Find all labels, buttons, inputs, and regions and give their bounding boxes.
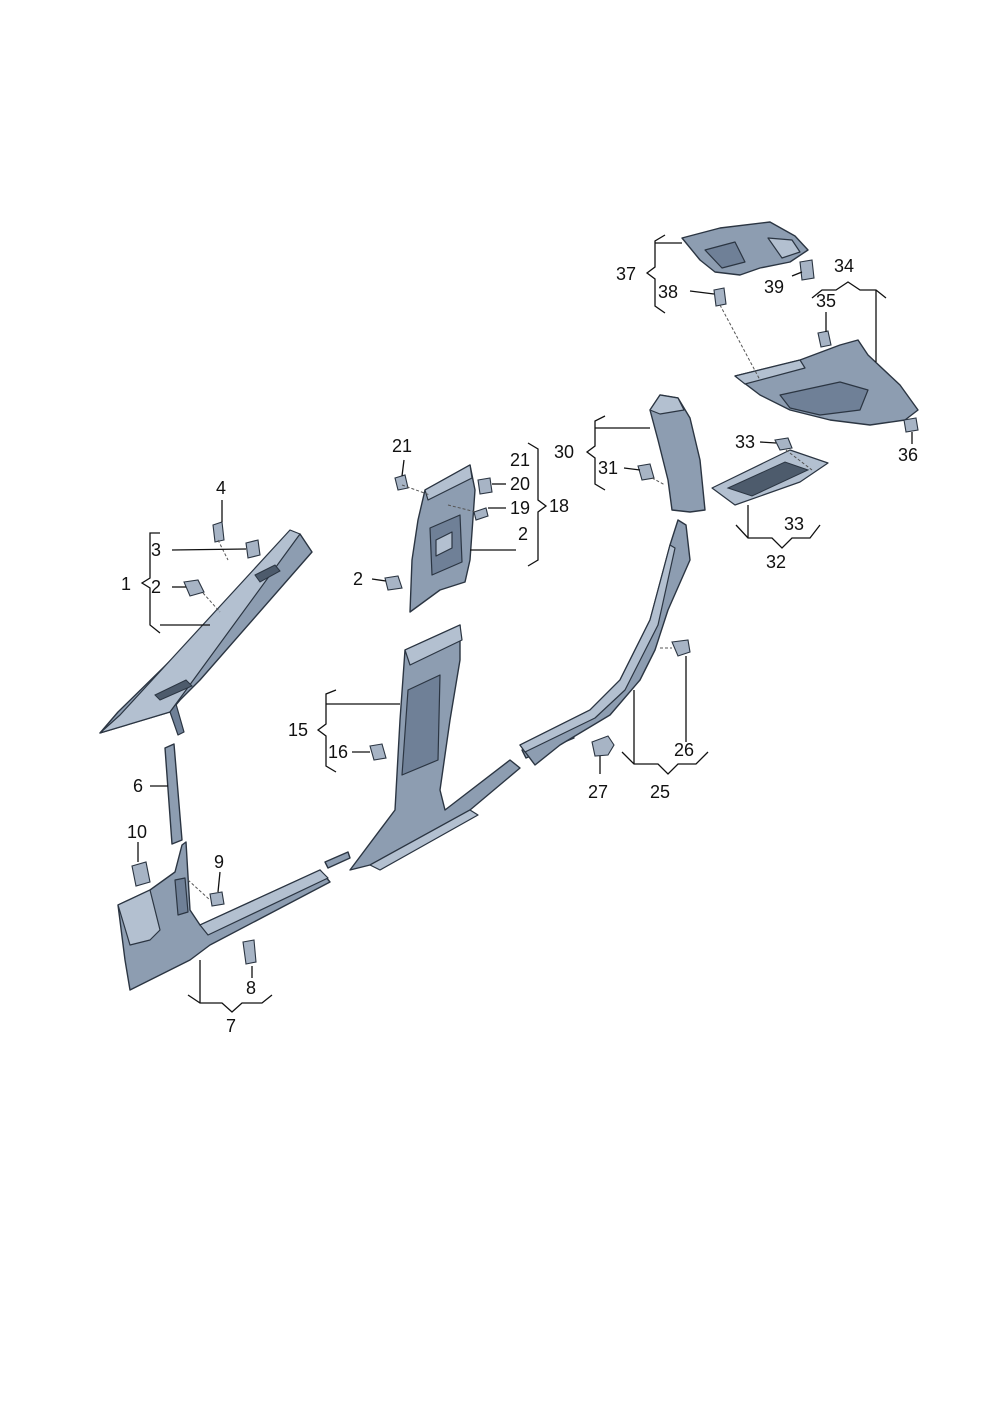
callout-38: 38 [658, 282, 678, 302]
callout-7: 7 [226, 1016, 236, 1036]
callout-36: 36 [898, 445, 918, 465]
callout-31: 31 [598, 458, 618, 478]
callout-32: 32 [766, 552, 786, 572]
callout-1: 1 [121, 574, 131, 594]
callout-26: 26 [674, 740, 694, 760]
callout-3: 3 [151, 540, 161, 560]
callout-33-grille: 33 [784, 514, 804, 534]
a-pillar-lower-strip [164, 743, 183, 845]
b-pillar-upper-trim [409, 464, 476, 613]
leader-lines [137, 234, 913, 1013]
callout-30: 30 [554, 442, 574, 462]
callout-4: 4 [216, 478, 226, 498]
callout-15: 15 [288, 720, 308, 740]
callout-16: 16 [328, 742, 348, 762]
bracket-assembly [681, 221, 809, 276]
callout-18: 18 [549, 496, 569, 516]
kick-panel-trim [117, 841, 331, 991]
clip-26 [671, 639, 691, 657]
callout-2-middle: 2 [353, 569, 363, 589]
callout-34: 34 [834, 256, 854, 276]
callout-33-clip: 33 [735, 432, 755, 452]
callout-25: 25 [650, 782, 670, 802]
callout-2-left: 2 [151, 577, 161, 597]
speaker-grille-cover [711, 449, 829, 506]
small-bracket-27 [591, 735, 615, 757]
callout-39: 39 [764, 277, 784, 297]
fasteners [131, 259, 919, 965]
callout-6: 6 [133, 776, 143, 796]
callout-2-right: 2 [518, 524, 528, 544]
rear-sill-trim [519, 519, 691, 766]
callout-21-bracket: 21 [510, 450, 530, 470]
callout-8: 8 [246, 978, 256, 998]
a-pillar-trim [99, 529, 313, 736]
callout-labels: 1 3 2 4 6 10 9 8 7 15 16 2 21 21 20 19 2… [121, 256, 918, 1036]
callout-21-screw: 21 [392, 436, 412, 456]
callout-19: 19 [510, 498, 530, 518]
callout-9: 9 [214, 852, 224, 872]
luggage-side-trim [734, 339, 919, 426]
b-pillar-lower-trim [349, 624, 521, 871]
callout-37: 37 [616, 264, 636, 284]
c-pillar-upper-trim [649, 394, 706, 513]
callout-10: 10 [127, 822, 147, 842]
callout-35: 35 [816, 291, 836, 311]
callout-20: 20 [510, 474, 530, 494]
assembly-lines [187, 304, 813, 901]
callout-27: 27 [588, 782, 608, 802]
